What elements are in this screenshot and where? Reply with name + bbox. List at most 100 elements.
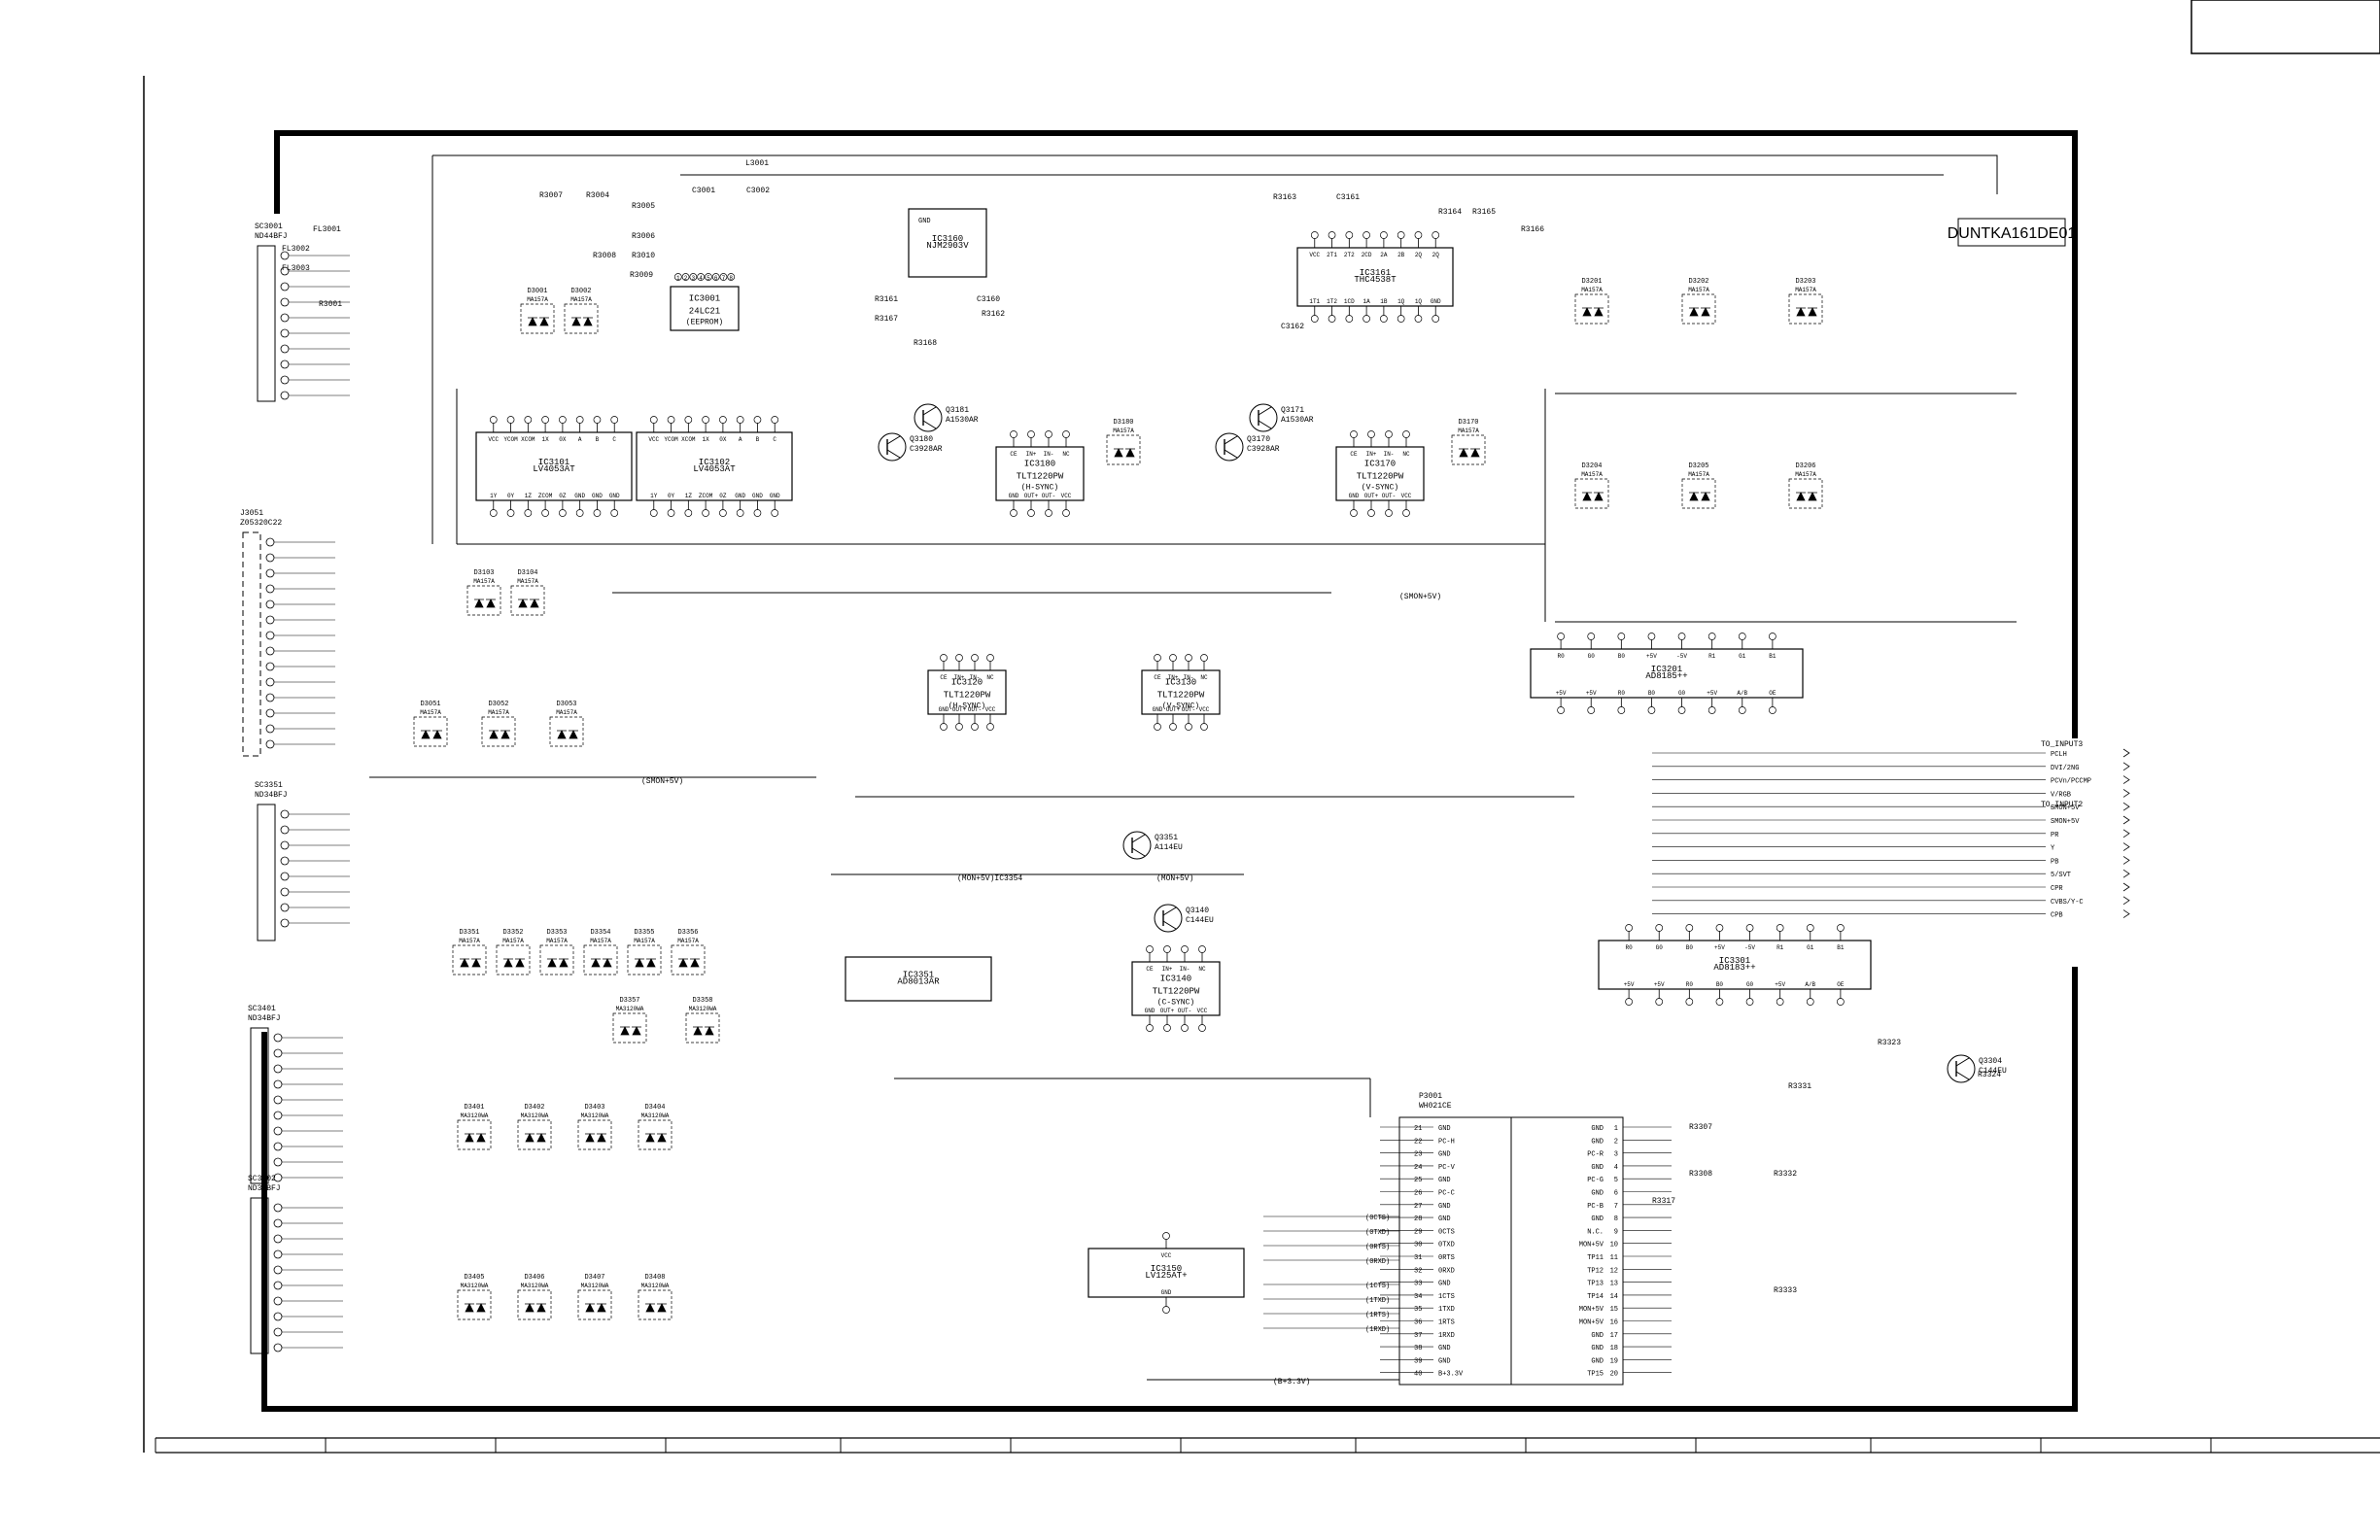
transistor-collector — [1131, 834, 1146, 843]
ic-pin-circle — [1806, 998, 1814, 1006]
ic-pin-label: CE — [1154, 674, 1161, 681]
ic-pin-circle — [719, 509, 727, 517]
to-input-pin-arrow — [2122, 748, 2130, 758]
label-c3161: C3161 — [1336, 193, 1360, 202]
diode-part-label: MA157A — [570, 296, 592, 303]
ic-pin-label: 0X — [719, 436, 727, 443]
ic-pin-circle — [1806, 924, 1814, 932]
jack-pin — [273, 1064, 283, 1074]
transistor-part-label: A1530AR — [946, 416, 979, 425]
jack-pin — [280, 391, 290, 400]
ic-pin-label: IN- — [1180, 966, 1190, 973]
p3001-left-pin: PC-H — [1438, 1138, 1455, 1146]
transistor-collector — [922, 406, 937, 416]
ic-pin-circle — [736, 509, 744, 517]
ic-pin-circle — [1397, 231, 1405, 239]
diode-package — [638, 1119, 673, 1150]
transistor-ref-label: Q3171 — [1281, 406, 1304, 415]
diode-layer: D3001MA157AD3002MA157AD3103MA157AD3104MA… — [413, 278, 1823, 1320]
ic-pin-label: G1 — [1807, 944, 1814, 951]
ic-part-label: TLT1220PW — [1157, 691, 1205, 701]
net-bplus-label: (B+3.3V) — [1273, 1378, 1310, 1386]
ic-pin-circle — [684, 509, 693, 517]
to-input-pin-arrow — [2122, 829, 2130, 838]
diode-symbol — [421, 730, 431, 739]
ic-pin-label: IN+ — [1366, 451, 1377, 458]
ic-pin-circle — [1647, 633, 1656, 640]
ic-pin-circle — [667, 509, 675, 517]
diode-package — [452, 944, 487, 975]
ic-ref-label: IC3201 — [1651, 665, 1682, 674]
jack-pin — [273, 1203, 283, 1213]
diode-ref-label: D3205 — [1688, 462, 1708, 470]
net-mon-ic-label: (MON+5V)IC3354 — [957, 874, 1022, 883]
to-input-pin-label: PR — [2051, 832, 2059, 839]
diode-ref-label: D3103 — [473, 569, 494, 577]
ic-body — [1335, 446, 1425, 501]
diode-part-label: MA157A — [488, 709, 509, 716]
ic-pin-circle — [1010, 430, 1018, 438]
to-input-pin-label: PCVn/PCCMP — [2051, 778, 2091, 786]
ic-pin-circle — [1397, 315, 1405, 323]
to-input-pin-label: SMON+5V — [2051, 818, 2080, 826]
p3001-left-pin: 0RTS — [1438, 1254, 1455, 1262]
diode-package — [496, 944, 531, 975]
ic-pin-label: R0 — [1626, 944, 1634, 951]
label-r3010: R3010 — [632, 252, 655, 260]
diode-part-label: MA157A — [1795, 287, 1816, 293]
label-r3009: R3009 — [630, 271, 653, 280]
ic-pin-label: VCC — [1309, 252, 1320, 258]
ic-pin-label: B1 — [1837, 944, 1845, 951]
ic-body — [927, 669, 1007, 715]
ic-pin-label: 1X — [703, 436, 710, 443]
label-r3005: R3005 — [632, 202, 655, 211]
p3001-right-pin: TP11 — [1587, 1254, 1604, 1262]
diode-symbol — [1470, 448, 1480, 458]
ic-pin-label: VCC — [1197, 1008, 1208, 1014]
ic-ref-label: IC3161 — [1360, 268, 1391, 278]
ic-pin-label: 1X — [542, 436, 550, 443]
diode-package — [612, 1012, 647, 1044]
ic-pin-circle — [1181, 1024, 1189, 1032]
p3001-left-pin: GND — [1438, 1203, 1451, 1211]
jack-pin — [280, 328, 290, 338]
ic-pin-label: 1Q — [1397, 298, 1405, 305]
ic-pin-label: B0 — [1686, 944, 1694, 951]
diode-symbol — [489, 730, 499, 739]
ic-pin-circle — [667, 416, 675, 424]
label-r3308: R3308 — [1689, 1170, 1712, 1179]
diode-part-label: MA157A — [1795, 471, 1816, 478]
ic-pin-circle — [489, 416, 498, 424]
diode-ref-label: D3408 — [644, 1274, 665, 1282]
ic-pin-label: OUT+ — [952, 706, 967, 713]
net-smon-label-2: (SMON+5V) — [641, 777, 683, 786]
ic-pin-label: OE — [1837, 981, 1845, 988]
label-r3164: R3164 — [1438, 208, 1462, 217]
ic-body — [636, 431, 793, 501]
jack-outline — [250, 1027, 269, 1184]
p3001-left-pin: 0TXD — [1438, 1242, 1455, 1249]
p3001-left-pin: 1RXD — [1438, 1332, 1455, 1340]
p3001-right-pin-number: 6 — [1614, 1190, 1618, 1198]
ic-pin-circle — [610, 509, 619, 517]
ic-pin-circle — [1362, 231, 1370, 239]
p3001-right-pin-number: 15 — [1610, 1306, 1618, 1314]
jack-outline — [257, 804, 276, 941]
ic-pin-label: 1B — [1380, 298, 1388, 305]
ic-pin-label: IN+ — [1168, 674, 1179, 681]
ic-pin-circle — [1062, 430, 1070, 438]
net-labels: (SMON+5V) (SMON+5V) (MON+5V) (MON+5V)IC3… — [641, 593, 1441, 1386]
ic-note-label: (H-SYNC) — [1021, 484, 1058, 493]
diode-symbol — [646, 958, 656, 968]
ic-ref-label: IC3101 — [538, 458, 569, 467]
ic-pin-label: C — [612, 436, 616, 443]
ic-pin-label: VCC — [1199, 706, 1210, 713]
ic-pin-circle — [1367, 430, 1375, 438]
ic-pin-circle — [593, 509, 602, 517]
diode-ref-label: D3357 — [619, 997, 639, 1005]
